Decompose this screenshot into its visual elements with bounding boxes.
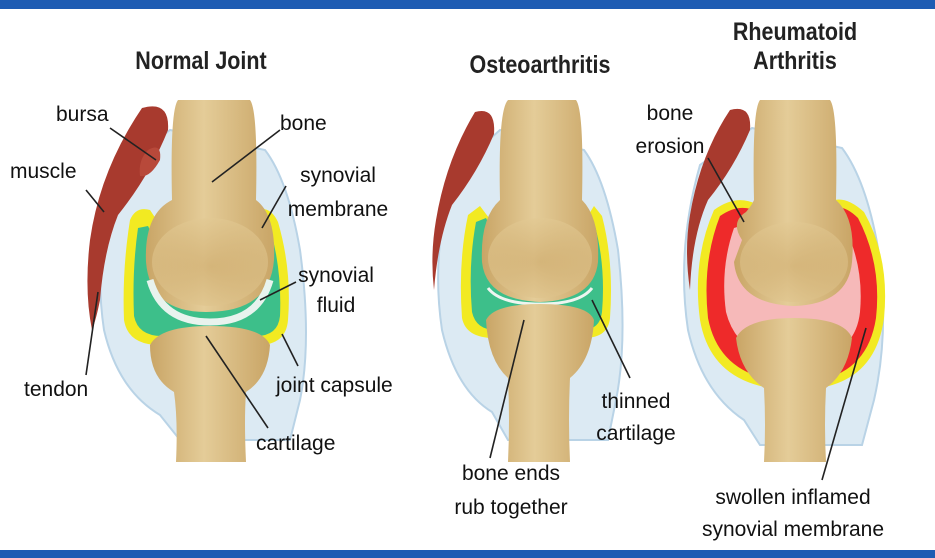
osteoarthritis-title: Osteoarthritis (450, 52, 631, 79)
label-joint-capsule: joint capsule (276, 372, 393, 399)
label-thinned-cartilage-2: cartilage (576, 420, 696, 447)
label-muscle: muscle (10, 158, 77, 185)
label-synovial-membrane-1: synovial (268, 162, 408, 189)
label-swollen-1: swollen inflamed (668, 484, 918, 511)
label-synovial-fluid-1: synovial (266, 262, 406, 289)
label-bone-erosion-1: bone (620, 100, 720, 127)
rheumatoid-title-line1: Rheumatoid (709, 19, 881, 46)
label-bone: bone (280, 110, 327, 137)
label-cartilage: cartilage (256, 430, 335, 457)
label-synovial-membrane-2: membrane (268, 196, 408, 223)
label-bone-ends-1: bone ends (426, 460, 596, 487)
label-swollen-2: synovial membrane (668, 516, 918, 543)
label-bone-ends-2: rub together (426, 494, 596, 521)
label-synovial-fluid-2: fluid (266, 292, 406, 319)
label-bursa: bursa (56, 101, 109, 128)
rheumatoid-title-line2: Arthritis (709, 48, 881, 75)
label-tendon: tendon (24, 376, 88, 403)
label-bone-erosion-2: erosion (620, 133, 720, 160)
label-thinned-cartilage-1: thinned (576, 388, 696, 415)
normal-joint-title: Normal Joint (111, 48, 292, 75)
